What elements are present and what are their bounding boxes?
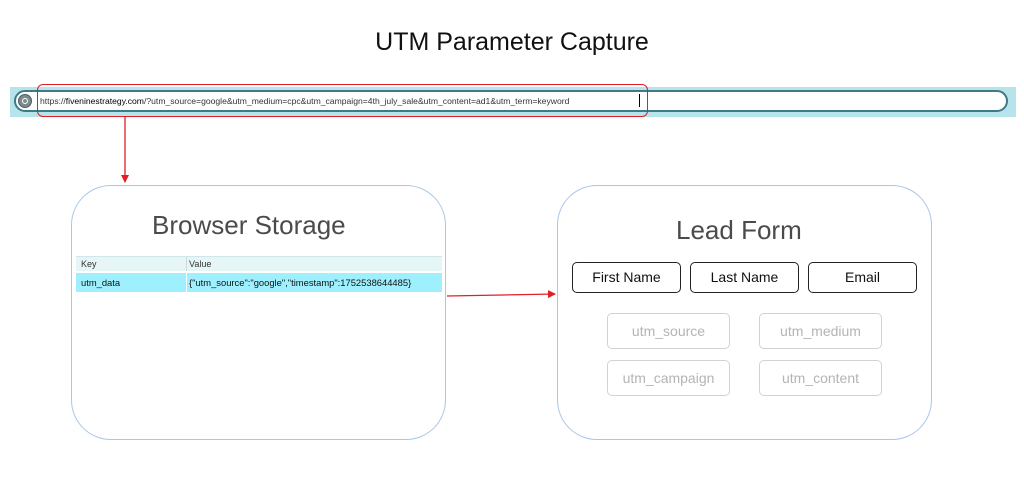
site-info-icon[interactable] <box>18 94 32 108</box>
storage-key-cell: utm_data <box>81 277 121 288</box>
utm-content-hidden-field: utm_content <box>759 360 882 396</box>
storage-table-row[interactable]: utm_data {"utm_source":"google","timesta… <box>76 273 442 292</box>
column-header-value: Value <box>189 259 212 269</box>
column-divider <box>186 273 187 292</box>
storage-table-header: Key Value <box>76 256 442 271</box>
text-caret <box>639 94 640 107</box>
url-domain: fiveninestrategy.com <box>65 96 144 106</box>
first-name-field[interactable]: First Name <box>572 262 681 293</box>
utm-medium-hidden-field: utm_medium <box>759 313 882 349</box>
column-header-key: Key <box>81 259 97 269</box>
url-query: /?utm_source=google&utm_medium=cpc&utm_c… <box>143 96 570 106</box>
address-url[interactable]: https://fiveninestrategy.com/?utm_source… <box>40 96 569 106</box>
storage-value-cell: {"utm_source":"google","timestamp":17525… <box>189 277 412 288</box>
browser-storage-title: Browser Storage <box>152 210 346 240</box>
address-bar[interactable] <box>14 90 1008 112</box>
diagram-title: UTM Parameter Capture <box>375 28 649 56</box>
browser-storage-panel <box>71 185 446 440</box>
url-highlight-box <box>37 84 648 117</box>
arrow-storage-to-form <box>446 290 556 299</box>
utm-source-hidden-field: utm_source <box>607 313 730 349</box>
utm-campaign-hidden-field: utm_campaign <box>607 360 730 396</box>
lead-form-title: Lead Form <box>676 215 802 245</box>
column-divider <box>186 257 187 271</box>
storage-table: Key Value utm_data {"utm_source":"google… <box>76 256 442 292</box>
lead-form-panel <box>557 185 932 440</box>
email-field[interactable]: Email <box>808 262 917 293</box>
url-prefix: https:// <box>40 96 66 106</box>
last-name-field[interactable]: Last Name <box>690 262 799 293</box>
